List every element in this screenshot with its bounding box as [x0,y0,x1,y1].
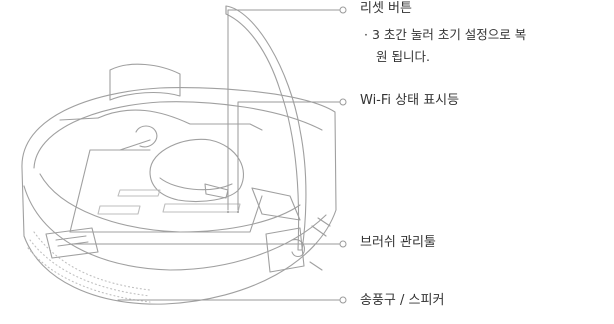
leader-reset [227,9,341,211]
brush-tool-label: 브러쉬 관리툴 [360,235,436,250]
reset-button-label: 리셋 버튼 [360,1,412,16]
wifi-indicator-label: Wi-Fi 상태 표시등 [360,93,460,108]
robot-top-rim [33,101,323,169]
side-brush [309,217,331,271]
robot-body-outline [21,86,337,305]
reset-button-note: · 3 초간 눌러 초기 설정으로 복 원 됩니다. [364,24,526,68]
reset-note-line-1: · 3 초간 눌러 초기 설정으로 복 [364,27,527,42]
speaker-label: 송풍구 / 스피커 [360,293,445,308]
top-plate [69,149,263,233]
leader-wifi [237,101,341,211]
speaker-grille [27,231,151,303]
laser-turret [149,138,245,203]
reset-note-line-2: 원 됩니다. [376,49,430,64]
robot-side-wall [23,185,327,271]
top-plate-slots [97,189,241,215]
